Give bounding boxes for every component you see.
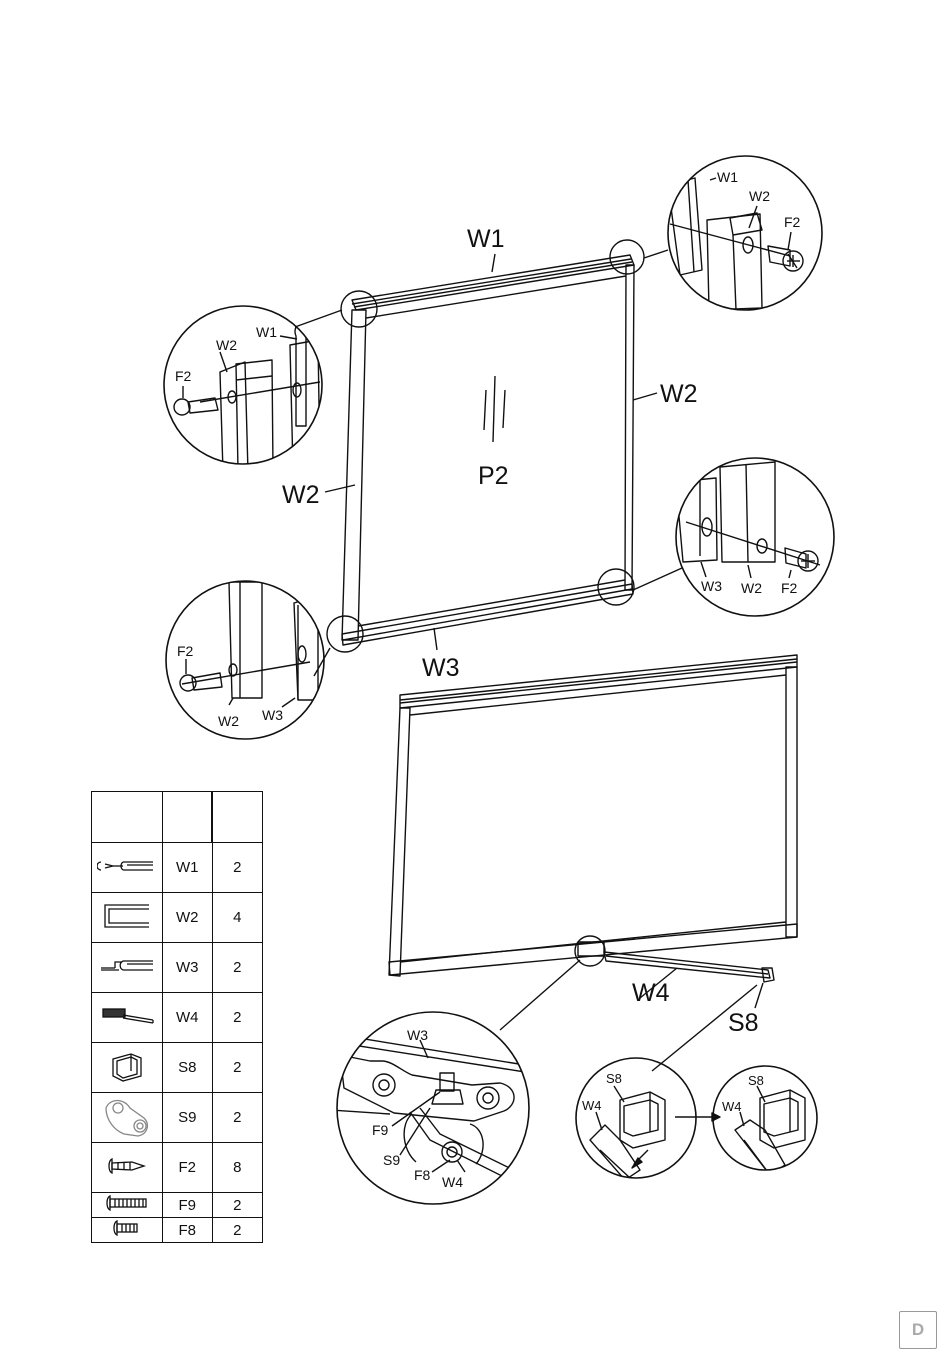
label-w1-top: W1 xyxy=(467,225,505,253)
connector-w3-icon xyxy=(92,943,163,993)
zoom-bl-f8: F8 xyxy=(414,1167,431,1183)
channel-w2-icon xyxy=(92,893,163,943)
bracket-s9-icon xyxy=(92,1093,163,1143)
part-code: S9 xyxy=(163,1093,213,1143)
part-qty: 2 xyxy=(212,1093,263,1143)
part-qty: 2 xyxy=(212,1193,263,1218)
zoom-s1-w4: W4 xyxy=(582,1098,602,1113)
part-code: F9 xyxy=(163,1193,213,1218)
part-code: W1 xyxy=(163,843,213,893)
zoom-l1-f2: F2 xyxy=(175,368,192,384)
part-qty: 4 xyxy=(212,893,263,943)
bolt-f8-icon xyxy=(92,1218,163,1243)
header-cell xyxy=(163,792,213,843)
zoom-l2-w3: W3 xyxy=(262,707,283,723)
zoom-l2-f2: F2 xyxy=(177,643,194,659)
page-mark-badge: D xyxy=(899,1311,937,1349)
zoom-bl-w3: W3 xyxy=(407,1027,428,1043)
leg-w4-icon xyxy=(92,993,163,1043)
zoom-r2-w2: W2 xyxy=(741,580,762,596)
bolt-f9-icon xyxy=(92,1193,163,1218)
part-qty: 8 xyxy=(212,1143,263,1193)
label-w3-bottom: W3 xyxy=(422,654,460,682)
label-p2: P2 xyxy=(478,462,509,490)
part-qty: 2 xyxy=(212,1043,263,1093)
zoom-s2-w4: W4 xyxy=(722,1099,742,1114)
part-code: F2 xyxy=(163,1143,213,1193)
zoom-s1-s8: S8 xyxy=(606,1071,622,1086)
cap-s8-icon xyxy=(92,1043,163,1093)
zoom-bl-s9: S9 xyxy=(383,1152,400,1168)
part-code: W2 xyxy=(163,893,213,943)
zoom-l1-w1: W1 xyxy=(256,324,277,340)
part-qty: 2 xyxy=(212,943,263,993)
label-s8: S8 xyxy=(728,1009,759,1037)
part-qty: 2 xyxy=(212,1218,263,1243)
zoom-l1-w2: W2 xyxy=(216,337,237,353)
part-code: F8 xyxy=(163,1218,213,1243)
parts-table: W1 2 W2 4 W3 2 W4 2 S8 2 S9 2 xyxy=(91,791,263,1243)
screw-f2-icon xyxy=(92,1143,163,1193)
label-w2-right: W2 xyxy=(660,380,698,408)
label-w2-left: W2 xyxy=(282,481,320,509)
part-qty: 2 xyxy=(212,993,263,1043)
zoom-l2-w2: W2 xyxy=(218,713,239,729)
zoom-tr-w1: W1 xyxy=(717,169,738,185)
lower-frame xyxy=(389,655,797,976)
zoom-tr-f2: F2 xyxy=(784,214,801,230)
part-qty: 2 xyxy=(212,843,263,893)
label-w4: W4 xyxy=(632,979,670,1007)
zoom-bl-f9: F9 xyxy=(372,1122,389,1138)
part-code: W3 xyxy=(163,943,213,993)
zoom-r2-f2: F2 xyxy=(781,580,798,596)
zoom-tr-w2: W2 xyxy=(749,188,770,204)
header-cell xyxy=(92,792,163,843)
header-cell xyxy=(212,792,263,843)
zoom-bl-w4: W4 xyxy=(442,1174,463,1190)
upper-frame xyxy=(342,255,634,645)
zoom-r2-w3: W3 xyxy=(701,578,722,594)
part-code: W4 xyxy=(163,993,213,1043)
connector-w1-icon xyxy=(92,843,163,893)
zoom-s2-s8: S8 xyxy=(748,1073,764,1088)
part-code: S8 xyxy=(163,1043,213,1093)
